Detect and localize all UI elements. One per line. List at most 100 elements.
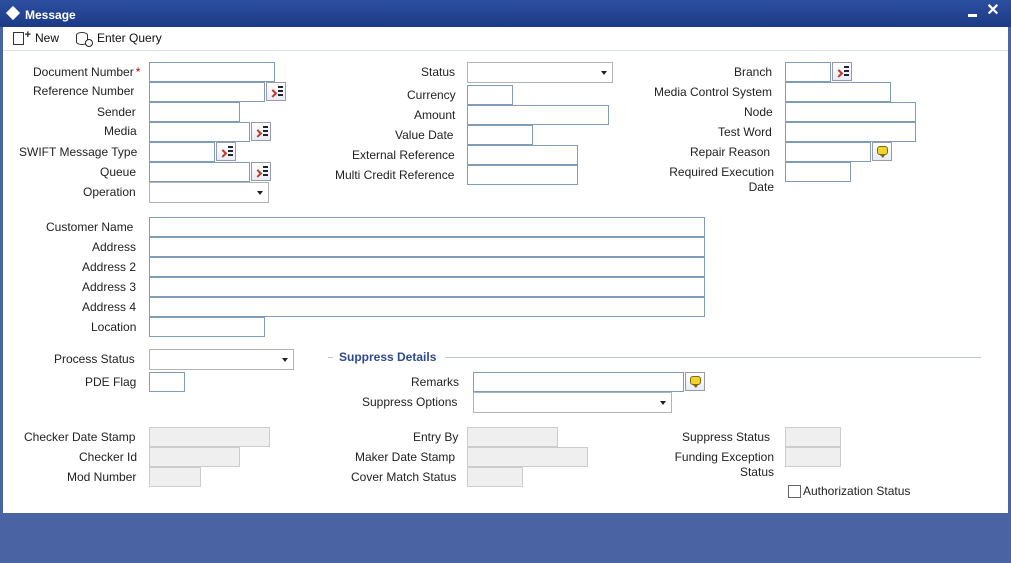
address4-input[interactable] xyxy=(149,297,705,317)
funding-exception-status-input xyxy=(785,447,841,467)
speech-bubble-icon xyxy=(877,146,888,158)
pde-flag-input[interactable] xyxy=(149,372,185,392)
media-control-system-label: Media Control System xyxy=(654,85,773,99)
process-status-select[interactable] xyxy=(149,349,294,370)
document-number-input[interactable] xyxy=(149,62,275,82)
section-divider xyxy=(445,357,981,358)
checker-date-stamp-input xyxy=(149,427,270,447)
sender-input[interactable] xyxy=(149,102,240,122)
currency-label: Currency xyxy=(407,88,456,102)
location-input[interactable] xyxy=(149,317,265,337)
address3-input[interactable] xyxy=(149,277,705,297)
new-document-icon xyxy=(13,29,31,45)
swift-message-type-input[interactable] xyxy=(149,142,215,162)
cover-match-status-input xyxy=(467,467,523,487)
new-button[interactable]: New xyxy=(13,29,59,47)
window-titlebar: Message ✕ xyxy=(0,0,1011,27)
speech-bubble-icon xyxy=(690,376,701,388)
checker-id-input xyxy=(149,447,240,467)
test-word-input[interactable] xyxy=(785,122,916,142)
entry-by-input xyxy=(467,427,558,447)
reference-number-input[interactable] xyxy=(149,82,265,102)
multi-credit-reference-label: Multi Credit Reference xyxy=(335,168,455,182)
value-date-input[interactable] xyxy=(467,125,533,145)
pde-flag-label: PDE Flag xyxy=(85,375,137,389)
enter-query-button[interactable]: Enter Query xyxy=(76,29,162,47)
operation-label: Operation xyxy=(83,185,136,199)
value-date-label: Value Date xyxy=(395,128,454,142)
node-input[interactable] xyxy=(785,102,916,122)
status-select[interactable] xyxy=(467,62,613,83)
repair-reason-label: Repair Reason xyxy=(690,145,771,159)
mod-number-input xyxy=(149,467,201,487)
list-of-values-icon xyxy=(834,66,849,78)
required-marker: * xyxy=(135,65,141,79)
branch-input[interactable] xyxy=(785,62,831,82)
chevron-down-icon xyxy=(660,401,666,405)
window-title: Message xyxy=(25,8,76,22)
chevron-down-icon xyxy=(601,71,607,75)
external-reference-label: External Reference xyxy=(352,148,455,162)
test-word-label: Test Word xyxy=(718,125,772,139)
external-reference-input[interactable] xyxy=(467,145,578,165)
list-of-values-icon xyxy=(218,146,233,158)
window-footer xyxy=(0,513,1011,563)
amount-label: Amount xyxy=(414,108,456,122)
amount-input[interactable] xyxy=(467,105,609,125)
address-input[interactable] xyxy=(149,237,705,257)
suppress-options-label: Suppress Options xyxy=(362,395,458,409)
entry-by-label: Entry By xyxy=(413,430,459,444)
mod-number-label: Mod Number xyxy=(67,470,137,484)
customer-name-label: Customer Name xyxy=(46,220,134,234)
remarks-comment-button[interactable] xyxy=(685,372,705,391)
media-control-system-input[interactable] xyxy=(785,82,891,102)
authorization-status-label: Authorization Status xyxy=(803,484,911,498)
remarks-input[interactable] xyxy=(473,372,684,392)
authorization-status-checkbox[interactable] xyxy=(788,485,801,498)
list-of-values-icon xyxy=(253,166,268,178)
maker-date-stamp-label: Maker Date Stamp xyxy=(355,450,456,464)
minimize-button[interactable] xyxy=(966,3,980,21)
reference-number-label: Reference Number xyxy=(33,84,135,98)
list-of-values-icon xyxy=(253,126,268,138)
queue-input[interactable] xyxy=(149,162,250,182)
swift-message-type-label: SWIFT Message Type xyxy=(19,145,138,159)
suppress-status-input xyxy=(785,427,841,447)
chevron-down-icon xyxy=(257,191,263,195)
operation-select[interactable] xyxy=(149,182,269,203)
window-diamond-icon xyxy=(5,5,21,21)
suppress-options-select[interactable] xyxy=(473,392,672,413)
close-button[interactable]: ✕ xyxy=(986,2,1000,19)
database-query-icon xyxy=(76,31,93,47)
swift-message-type-lov-button[interactable] xyxy=(216,142,236,161)
customer-name-input[interactable] xyxy=(149,217,705,237)
multi-credit-reference-input[interactable] xyxy=(467,165,578,185)
currency-input[interactable] xyxy=(467,85,513,105)
status-label: Status xyxy=(421,65,456,79)
section-divider xyxy=(328,357,333,358)
queue-lov-button[interactable] xyxy=(251,162,271,181)
suppress-details-heading: Suppress Details xyxy=(339,350,437,364)
process-status-label: Process Status xyxy=(54,352,135,366)
address-label: Address xyxy=(92,240,137,254)
suppress-status-label: Suppress Status xyxy=(682,430,771,444)
media-label: Media xyxy=(104,124,137,138)
media-lov-button[interactable] xyxy=(251,122,271,141)
maker-date-stamp-input xyxy=(467,447,588,467)
chevron-down-icon xyxy=(282,358,288,362)
new-label: New xyxy=(35,31,60,45)
branch-label: Branch xyxy=(734,65,773,79)
branch-lov-button[interactable] xyxy=(832,62,852,81)
document-number-label: Document Number* xyxy=(33,65,141,79)
media-input[interactable] xyxy=(149,122,250,142)
reference-number-lov-button[interactable] xyxy=(266,82,286,101)
repair-reason-comment-button[interactable] xyxy=(872,142,892,161)
cover-match-status-label: Cover Match Status xyxy=(351,470,457,484)
main-panel: New Enter Query Document Number* Referen… xyxy=(3,27,1008,513)
address2-input[interactable] xyxy=(149,257,705,277)
repair-reason-input[interactable] xyxy=(785,142,871,162)
sender-label: Sender xyxy=(97,105,136,119)
required-execution-date-input[interactable] xyxy=(785,162,851,182)
